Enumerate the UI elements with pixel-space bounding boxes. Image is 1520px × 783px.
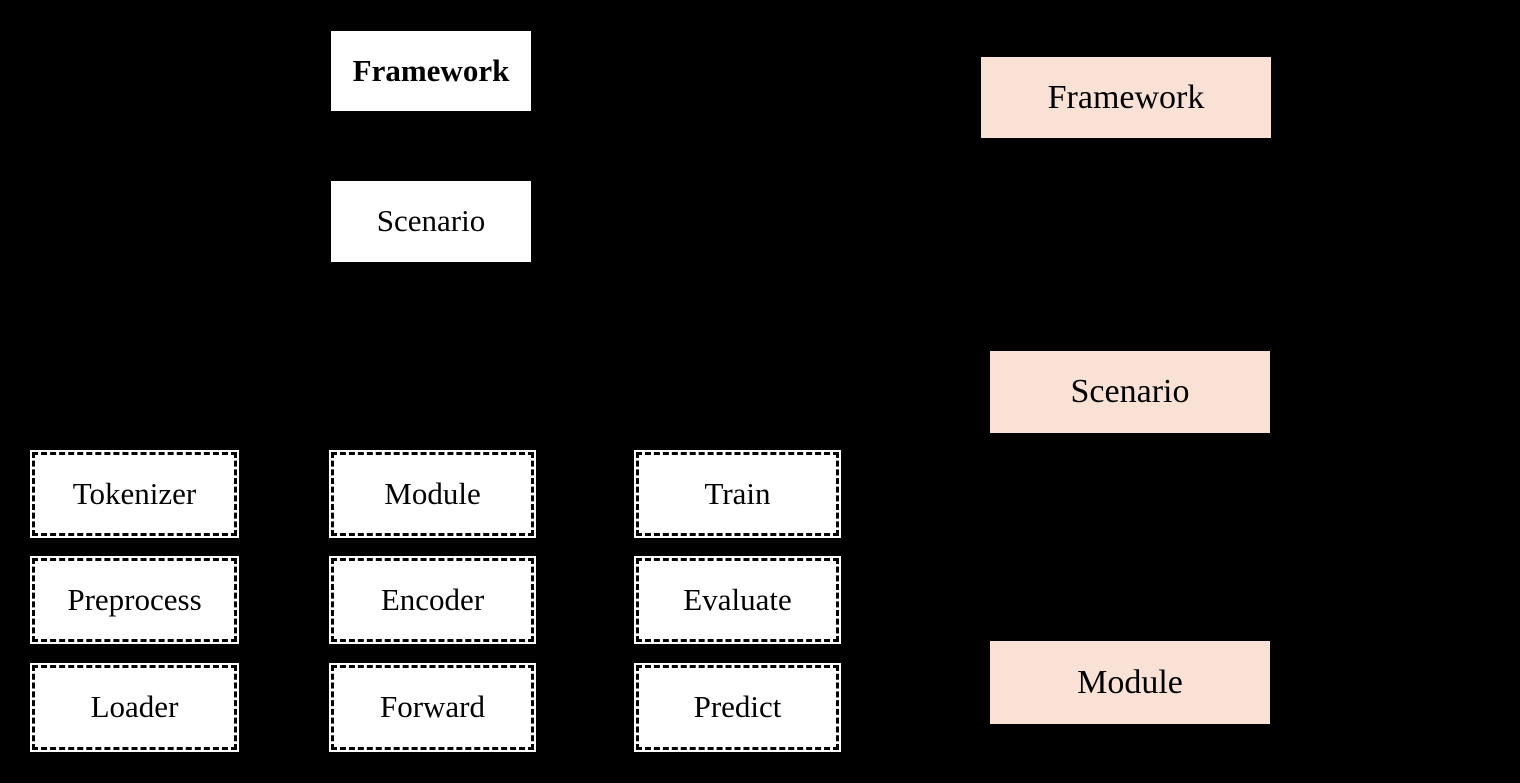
node-encoder-label: Encoder	[380, 581, 485, 617]
node-module-grid[interactable]: Module	[329, 450, 536, 538]
node-module-right[interactable]: Module	[990, 641, 1270, 724]
node-module-grid-label: Module	[384, 475, 481, 511]
node-tokenizer-label: Tokenizer	[72, 475, 197, 511]
node-encoder[interactable]: Encoder	[329, 556, 536, 644]
node-evaluate-label: Evaluate	[683, 581, 792, 617]
node-evaluate[interactable]: Evaluate	[634, 556, 841, 644]
node-forward[interactable]: Forward	[329, 663, 536, 752]
node-forward-label: Forward	[379, 689, 486, 725]
node-loader[interactable]: Loader	[30, 663, 239, 752]
node-scenario-left-label: Scenario	[376, 203, 486, 239]
node-tokenizer[interactable]: Tokenizer	[30, 450, 239, 538]
node-module-right-label: Module	[1077, 663, 1183, 701]
node-loader-label: Loader	[90, 689, 179, 725]
node-framework-left[interactable]: Framework	[331, 31, 531, 111]
node-train[interactable]: Train	[634, 450, 841, 538]
node-framework-left-label: Framework	[352, 52, 510, 88]
node-scenario-right[interactable]: Scenario	[990, 351, 1270, 433]
node-scenario-left[interactable]: Scenario	[331, 181, 531, 262]
node-preprocess-label: Preprocess	[67, 581, 202, 617]
node-framework-right[interactable]: Framework	[981, 57, 1271, 138]
node-scenario-right-label: Scenario	[1070, 373, 1190, 411]
node-predict[interactable]: Predict	[634, 663, 841, 752]
node-predict-label: Predict	[693, 689, 782, 725]
node-preprocess[interactable]: Preprocess	[30, 556, 239, 644]
node-train-label: Train	[704, 475, 771, 511]
node-framework-right-label: Framework	[1047, 78, 1205, 116]
